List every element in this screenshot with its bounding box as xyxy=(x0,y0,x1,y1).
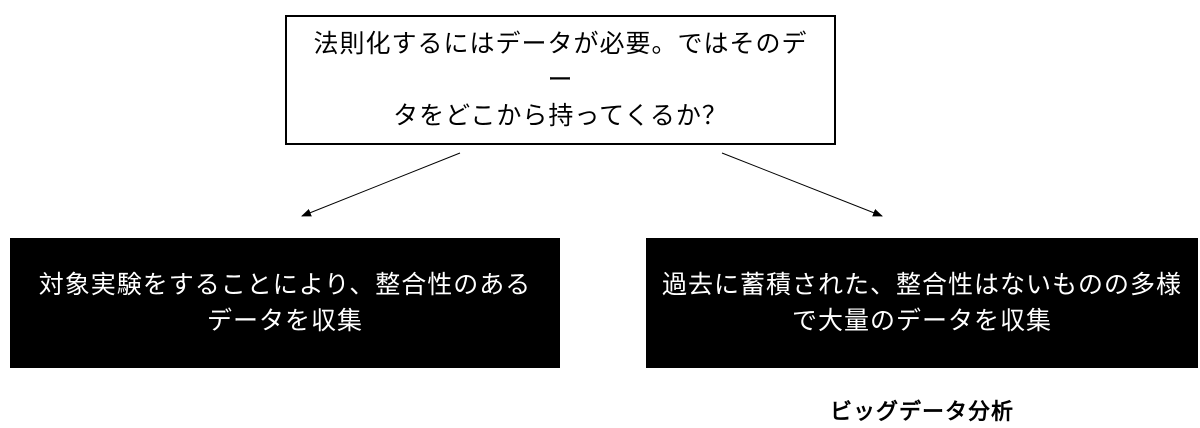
big-data-caption: ビッグデータ分析 xyxy=(829,400,1014,425)
controlled-experiment-text: 対象実験をすることにより、整合性のある データを収集 xyxy=(38,270,532,335)
accumulated-data-box: 過去に蓄積された、整合性はないものの多様 で大量のデータを収集 xyxy=(646,238,1198,368)
controlled-experiment-box: 対象実験をすることにより、整合性のある データを収集 xyxy=(10,238,560,368)
question-text: 法則化するにはデータが必要。ではそのデー タをどこから持ってくるか？ xyxy=(313,29,808,130)
arrow-right xyxy=(721,152,883,217)
question-box: 法則化するにはデータが必要。ではそのデー タをどこから持ってくるか？ xyxy=(285,15,836,145)
arrow-left xyxy=(301,152,461,217)
accumulated-data-text: 過去に蓄積された、整合性はないものの多様 で大量のデータを収集 xyxy=(662,270,1183,335)
